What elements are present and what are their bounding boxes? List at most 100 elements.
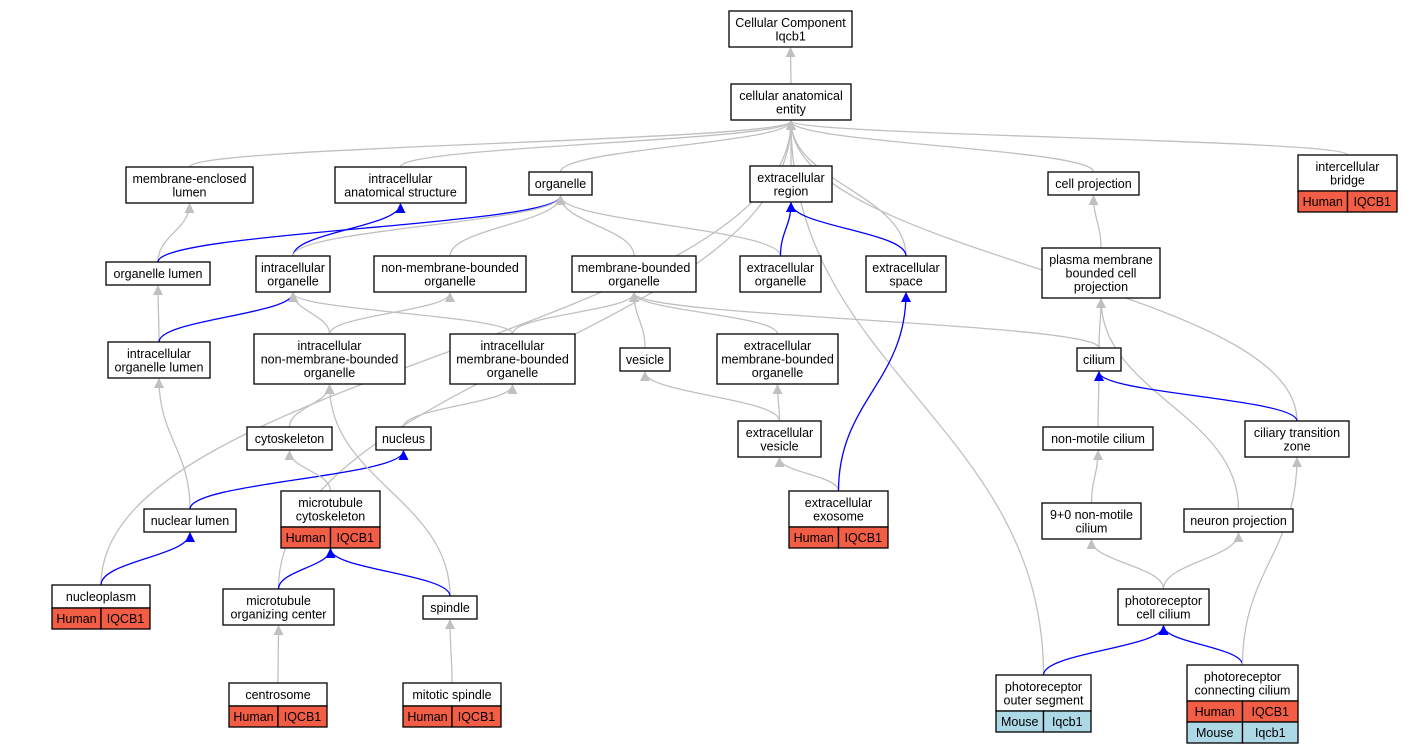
node-box [280,490,381,528]
node-label-line: vesicle [760,439,798,453]
node-inmbo[interactable]: intracellularnon-membrane-boundedorganel… [253,333,406,385]
edge-orl-to-mel [157,203,195,263]
edge-pmbcp-to-cpj [1088,195,1102,249]
node-box [995,674,1092,712]
node-box [528,171,593,196]
edge-spi-to-inmbo [324,384,451,597]
node-label-line: 9+0 non-motile [1050,508,1133,522]
node-label-line: photoreceptor [1125,594,1202,608]
node-label-line: nucleoplasm [66,590,136,604]
node-cyt[interactable]: cytoskeleton [246,426,333,451]
node-box [749,165,833,203]
edge-ico-to-ias [292,203,406,257]
edge-iol-to-orl [153,285,164,343]
gene-label: IQCB1 [284,710,322,724]
node-spi[interactable]: spindle [422,595,478,620]
edge-pcc-to-npj [1162,532,1244,590]
node-label-line: spindle [430,601,470,615]
species-label: Human [407,710,447,724]
node-box [143,508,237,533]
edge-cae-to-root [785,47,796,85]
node-label-line: bounded cell [1066,267,1137,281]
node-org[interactable]: organelle [528,171,593,196]
edge-nuc-to-imbo [402,384,518,428]
species-label: Mouse [1196,726,1234,740]
node-label-line: microtubule [246,594,311,608]
gene-label: IQCB1 [336,531,374,545]
node-label-line: membrane-bounded [721,353,834,367]
node-label-line: bridge [1330,173,1365,187]
node-nul[interactable]: nuclear lumen [143,508,237,533]
edge-inmbo-to-ico [288,292,331,335]
edge-iol-to-ico [158,292,298,343]
node-box [449,333,576,385]
species-label: Mouse [1001,715,1039,729]
node-label-line: intracellular [298,339,362,353]
node-nmc[interactable]: non-motile cilium [1042,426,1154,451]
node-cil[interactable]: cilium [1076,347,1122,372]
edge-pos-to-cae [786,120,1045,676]
node-label-line: connecting cilium [1195,683,1291,697]
gene-cell [277,705,328,728]
node-box [105,261,211,286]
node-label-line: organelle [755,274,806,288]
node-nuc[interactable]: nucleus [375,426,432,451]
edge-mel-to-cae [188,120,796,168]
node-box [1117,588,1210,626]
species-label: Human [56,612,96,626]
node-label-line: membrane-bounded [578,261,691,275]
node-box [375,426,432,451]
node-label-line: cell projection [1055,177,1131,191]
node-box [1244,420,1350,458]
node-box [716,333,839,385]
node-orl[interactable]: organelle lumen [105,261,211,286]
node-npj[interactable]: neuron projection [1183,508,1294,533]
node-label-line: extracellular [746,426,813,440]
node-label-line: cytoskeleton [296,509,366,523]
node-label-line: organelle [752,366,803,380]
node-ves[interactable]: vesicle [619,347,671,372]
node-label-line: cytoskeleton [255,432,325,446]
node-label-line: organizing center [231,607,327,621]
node-label-line: plasma membrane [1049,253,1153,267]
edge-nup-to-cae [100,120,796,586]
species-label: Human [233,710,273,724]
edge-cyt-to-inmbo [288,384,335,428]
node-label-line: mitotic spindle [412,688,491,702]
edge-mbo-to-org [555,195,635,257]
edge-n90-to-nmc [1090,450,1103,504]
node-label-line: zone [1283,439,1310,453]
edge-nup-to-nul [100,532,195,586]
node-label-line: photoreceptor [1204,670,1281,684]
edge-pcci-to-pcc [1158,625,1244,666]
node-label-line: region [774,184,809,198]
node-cpj[interactable]: cell projection [1047,171,1140,196]
